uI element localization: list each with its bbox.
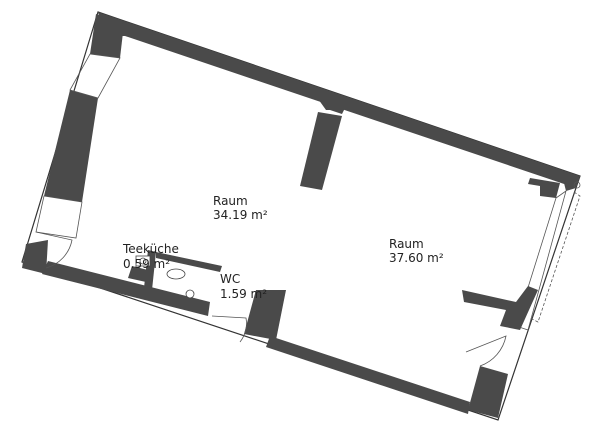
kitchen-counter	[128, 266, 148, 282]
room-name-raum-2: Raum	[389, 237, 424, 251]
partition-wall-upper	[316, 96, 346, 114]
window-right	[515, 190, 567, 331]
door-left-swing	[35, 231, 73, 269]
window-right-marker	[573, 181, 581, 189]
room-area-wc: 1.59 m²	[220, 287, 267, 301]
corner-block-bottom-right	[468, 366, 508, 418]
exterior-wall-right	[564, 176, 580, 191]
window-left-lower	[35, 195, 83, 239]
exterior-wall-left-upper	[90, 14, 124, 58]
wc-wall-right	[244, 290, 286, 340]
exterior-wall-top	[98, 12, 580, 188]
toilet	[166, 268, 186, 280]
partition-wall-column	[300, 112, 342, 190]
exterior-wall-bottom-left	[42, 261, 210, 316]
room-area-teekueche: 0.59 m²	[123, 257, 170, 271]
exterior-wall-right-corner	[528, 178, 560, 198]
room-name-wc: WC	[220, 272, 240, 286]
window-left	[69, 53, 121, 99]
exterior-wall-bottom	[266, 336, 470, 414]
room-area-raum-2: 37.60 m²	[389, 251, 444, 265]
building-outline	[21, 11, 581, 421]
room-name-teekueche: Teeküche	[122, 242, 179, 256]
door-wc-swing	[211, 315, 247, 343]
exterior-wall-left-middle	[44, 90, 98, 202]
exterior-wall-left-lower	[22, 240, 48, 274]
door-right-swing	[465, 335, 507, 367]
right-room-wall-segment	[462, 286, 538, 330]
room-area-raum-1: 34.19 m²	[213, 208, 268, 222]
kitchen-burner	[139, 257, 147, 265]
wc-wall-top	[156, 252, 222, 272]
wc-sink	[185, 289, 195, 299]
room-name-raum-1: Raum	[213, 194, 248, 208]
